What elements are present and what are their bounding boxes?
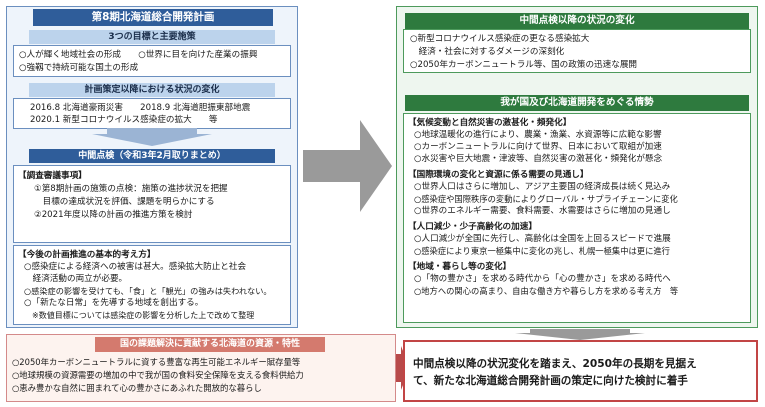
post-review-changes-box: ○新型コロナウイルス感染症の更なる感染拡大 経済・社会に対するダメージの深刻化 …: [403, 29, 751, 73]
resource-line: ○地球規模の資源需要の増加の中で我が国の食料安全保障を支える食料供給力: [12, 370, 304, 380]
change-line: 2020.1 新型コロナウイルス感染症の拡大 等: [30, 115, 218, 125]
review-items-box: 【調査審議事項】 ①第8期計画の施策の点検：施策の進捗状況を把握 目標の達成状況…: [13, 165, 291, 243]
section-line: ○地方への関心の高まり、自由な働き方や暮らし方を求める考え方 等: [414, 286, 679, 296]
section-heading: 【人口減少・少子高齢化の加速】: [408, 222, 537, 232]
arrow-right-icon: [303, 120, 392, 212]
midterm-review-header: 中間点検（令和3年2月取りまとめ）: [29, 149, 275, 163]
approach-line: ○感染症の影響を受けても、「食」と「観光」の強みは失われない。: [24, 286, 272, 296]
conclusion-line: て、新たな北海道総合開発計画の策定に向けた検討に着手: [413, 375, 688, 387]
arrow-down-icon: [515, 329, 645, 340]
resources-panel: 国の課題解決に貢献する北海道の資源・特性 ○2050年カーボンニュートラルに資す…: [6, 334, 396, 402]
change-line: ○2050年カーボンニュートラル等、国の政策の迅速な展開: [410, 60, 638, 70]
approach-line: ○「新たな日常」を先導する地域を創出する。: [24, 298, 204, 308]
section-line: ○世界人口はさらに増加し、アジア主要国の経済成長は続く見込み: [414, 182, 671, 192]
approach-note: ※数値目標については感染症の影響を分析した上で改めて整理: [24, 311, 255, 320]
review-line: 目標の達成状況を評価、課題を明らかにする: [34, 197, 215, 207]
section-line: ○「物の豊かさ」を求める時代から「心の豊かさ」を求める時代へ: [414, 274, 671, 284]
changes-since-plan-header: 計画策定以降における状況の変化: [29, 83, 275, 97]
approach-heading: 【今後の計画推進の基本的考え方】: [18, 250, 156, 260]
review-line: ①第8期計画の施策の点検：施策の進捗状況を把握: [34, 184, 228, 194]
section-line: ○感染症により東京一極集中に変化の兆し、札幌一極集中は更に進行: [414, 246, 670, 256]
approach-line: ○感染症による経済への被害は甚大。感染拡大防止と社会: [24, 262, 247, 272]
goal-line: ○強靱で持続可能な国土の形成: [19, 63, 139, 73]
section-line: ○地球温暖化の進行により、農業・漁業、水資源等に広範な影響: [414, 130, 662, 140]
post-review-changes-header: 中間点検以降の状況の変化: [405, 13, 749, 29]
trends-box: 【気候変動と自然災害の激甚化・頻発化】 ○地球温暖化の進行により、農業・漁業、水…: [403, 113, 751, 323]
trends-header: 我が国及び北海道開発をめぐる情勢: [405, 95, 749, 111]
change-line: 2016.8 北海道豪雨災害 2018.9 北海道胆振東部地震: [30, 103, 251, 113]
conclusion-line: 中間点検以降の状況変化を踏まえ、2050年の長期を見据え: [413, 358, 697, 370]
change-line: ○新型コロナウイルス感染症の更なる感染拡大: [410, 34, 590, 44]
section-heading: 【国際環境の変化と資源に係る需要の見通し】: [408, 170, 589, 180]
review-line: ②2021年度以降の計画の推進方策を検討: [34, 210, 193, 220]
section-line: ○水災害や巨大地震・津波等、自然災害の激甚化・頻発化が懸念: [414, 154, 663, 164]
goals-header: 3つの目標と主要施策: [29, 30, 275, 44]
section-heading: 【地域・暮らし等の変化】: [408, 262, 512, 272]
section-line: ○カーボンニュートラルに向けて世界、日本において取組が加速: [414, 142, 662, 152]
conclusion-box: 中間点検以降の状況変化を踏まえ、2050年の長期を見据え て、新たな北海道総合開…: [403, 340, 758, 402]
change-line: 経済・社会に対するダメージの深刻化: [410, 47, 565, 57]
section-heading: 【気候変動と自然災害の激甚化・頻発化】: [408, 118, 572, 128]
eighth-plan-panel: 第8期北海道総合開発計画 3つの目標と主要施策 ○人が輝く地域社会の形成 ○世界…: [6, 6, 298, 328]
goals-box: ○人が輝く地域社会の形成 ○世界に目を向けた産業の振興 ○強靱で持続可能な国土の…: [13, 45, 291, 77]
review-heading: 【調査審議事項】: [18, 171, 87, 181]
resources-header: 国の課題解決に貢献する北海道の資源・特性: [95, 337, 325, 352]
resource-line: ○恵み豊かな自然に囲まれて心の豊かさにあふれた開放的な暮らし: [12, 383, 262, 393]
resource-line: ○2050年カーボンニュートラルに資する豊富な再生可能エネルギー賦存量等: [12, 357, 301, 367]
section-line: ○感染症や国際秩序の変動によりグローバル・サプライチェーンに変化: [414, 194, 678, 204]
situation-panel: 中間点検以降の状況の変化 ○新型コロナウイルス感染症の更なる感染拡大 経済・社会…: [396, 6, 758, 328]
section-line: ○人口減少が全国に先行し、高齢化は全国を上回るスピードで進展: [414, 234, 671, 244]
goal-line: ○人が輝く地域社会の形成 ○世界に目を向けた産業の振興: [19, 50, 258, 60]
changes-box: 2016.8 北海道豪雨災害 2018.9 北海道胆振東部地震 2020.1 新…: [13, 98, 291, 129]
basic-approach-box: 【今後の計画推進の基本的考え方】 ○感染症による経済への被害は甚大。感染拡大防止…: [13, 245, 291, 325]
section-line: ○世界のエネルギー需要、食料需要、水需要はさらに増加の見通し: [414, 206, 671, 216]
approach-line: 経済活動の両立が必要。: [24, 274, 128, 284]
plan-title: 第8期北海道総合開発計画: [33, 9, 273, 26]
